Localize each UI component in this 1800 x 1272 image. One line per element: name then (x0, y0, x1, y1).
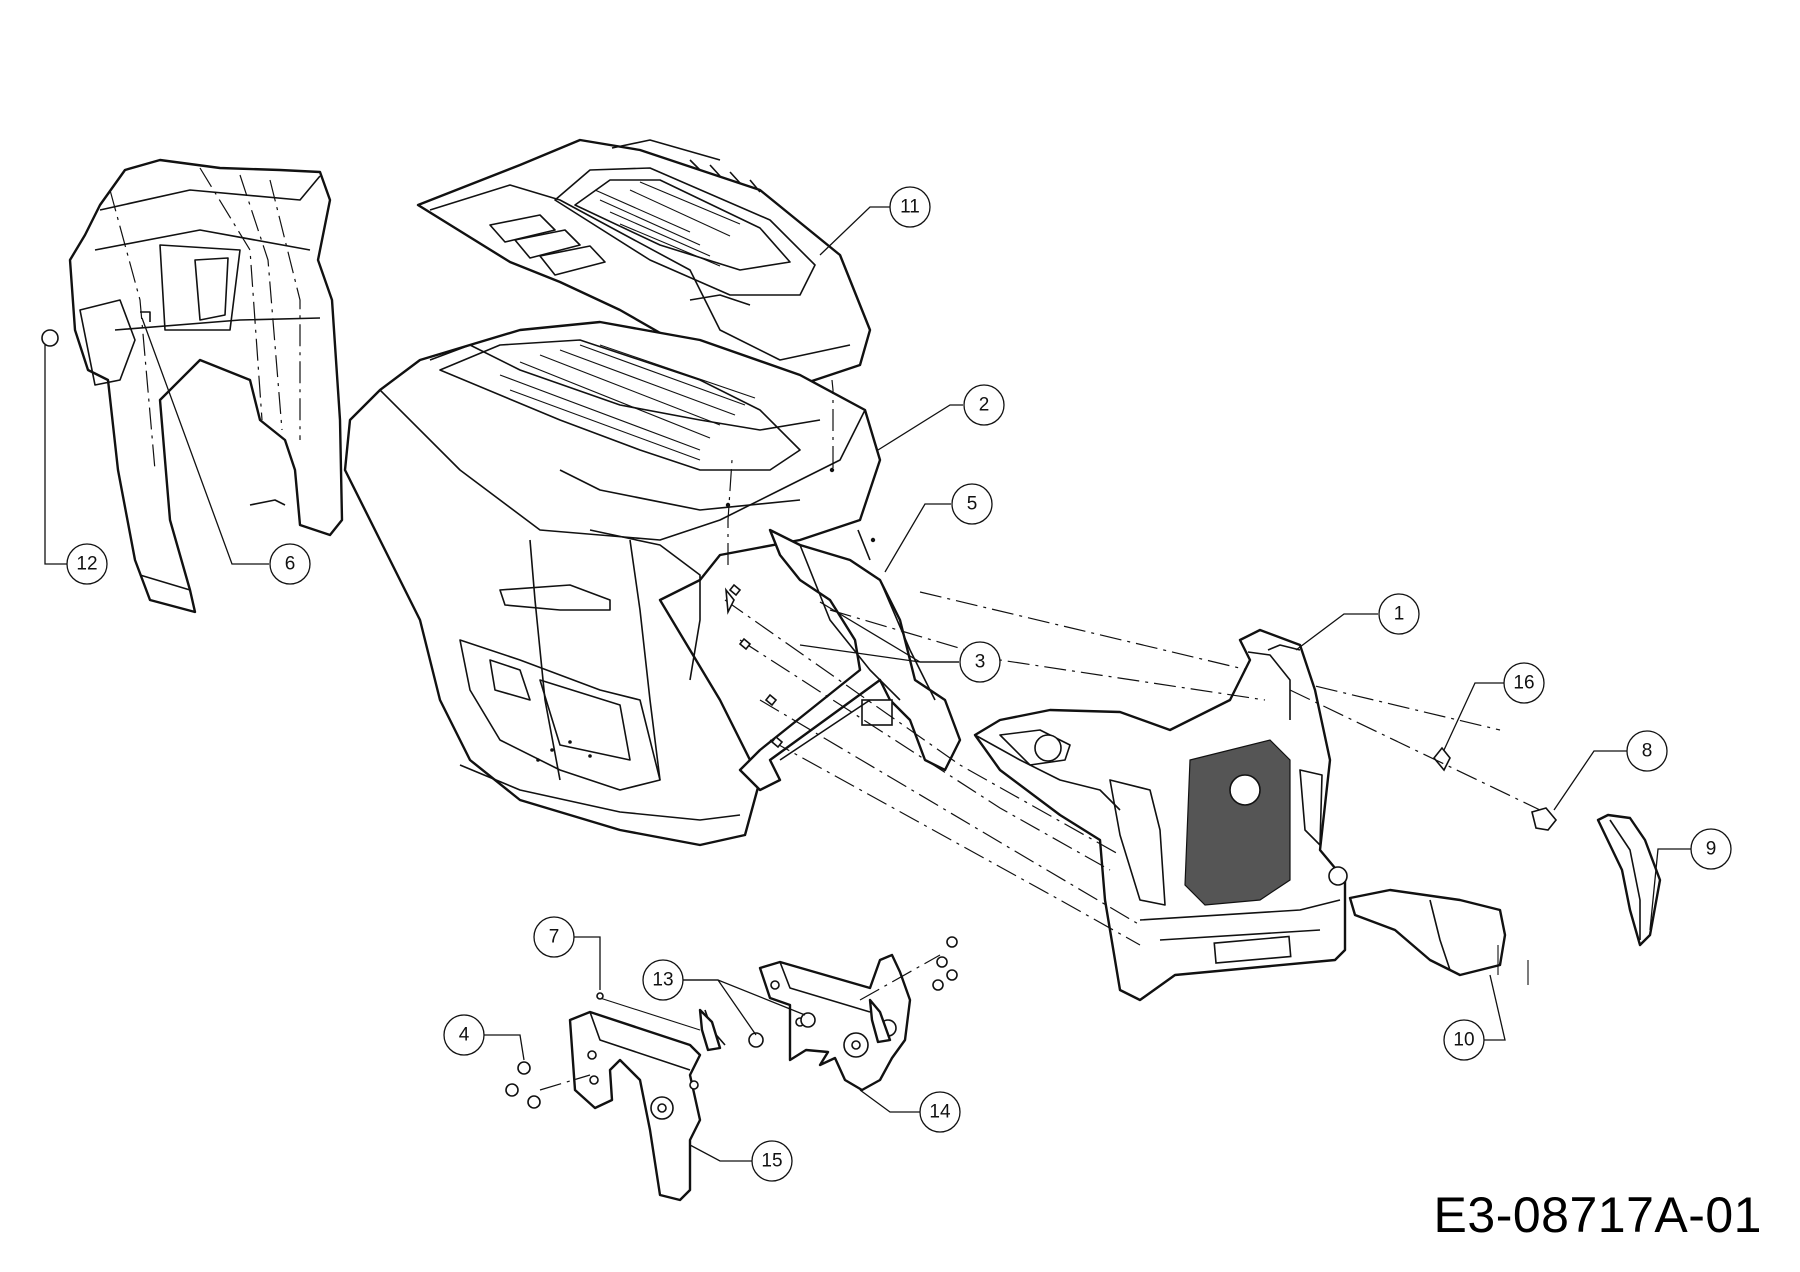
callout-9: 9 (1690, 828, 1732, 870)
svg-text:3: 3 (975, 652, 986, 673)
bracket-right-part-14 (758, 953, 912, 1092)
svg-text:14: 14 (929, 1102, 951, 1123)
bolt-14c (946, 969, 958, 981)
callout-16: 16 (1503, 662, 1545, 704)
svg-text:12: 12 (76, 554, 97, 575)
grille-knob (1328, 866, 1348, 886)
svg-text:10: 10 (1453, 1030, 1474, 1051)
troy-bilt-badge (1213, 935, 1292, 964)
grille-mesh (1184, 739, 1291, 906)
svg-text:11: 11 (900, 197, 920, 218)
bolt-14a (946, 936, 958, 948)
nut-13a (748, 1032, 764, 1048)
svg-text:15: 15 (761, 1151, 782, 1172)
bolt-14d (932, 979, 944, 991)
leader-lines (44, 206, 1691, 1162)
plug-8 (1531, 807, 1558, 831)
callout-1: 1 (1378, 593, 1420, 635)
svg-text:4: 4 (459, 1025, 470, 1046)
svg-text:2: 2 (979, 395, 990, 416)
frame-bracket (861, 699, 893, 726)
bumper-grommet (41, 329, 59, 347)
svg-text:5: 5 (967, 494, 978, 515)
bolt-4a (517, 1061, 531, 1075)
callout-13: 13 (642, 959, 684, 1001)
svg-text:8: 8 (1642, 741, 1653, 762)
callout-14: 14 (919, 1091, 961, 1133)
clip-16 (1432, 746, 1451, 772)
bracket-hardware (505, 936, 958, 1109)
bracket-left-part-15 (568, 1008, 726, 1202)
callout-8: 8 (1626, 730, 1668, 772)
bolt-4c (527, 1095, 541, 1109)
svg-text:16: 16 (1513, 673, 1534, 694)
headlight-socket (1034, 734, 1062, 762)
bolt-14b (936, 956, 948, 968)
hood-part (343, 320, 882, 847)
lens-9 (1596, 813, 1662, 947)
callout-2: 2 (963, 384, 1005, 426)
svg-text:13: 13 (652, 970, 673, 991)
pin-7 (596, 992, 604, 1000)
callout-3: 3 (959, 641, 1001, 683)
callout-15: 15 (751, 1140, 793, 1182)
svg-text:6: 6 (285, 554, 296, 575)
hood-frame-part (738, 528, 1501, 792)
callout-6: 6 (269, 543, 311, 585)
nut-13b (800, 1012, 816, 1028)
grille-emblem (1229, 774, 1261, 806)
svg-text:1: 1 (1394, 604, 1405, 625)
drawing-number: E3-08717A-01 (1433, 1187, 1762, 1243)
bolt-4b (505, 1083, 519, 1097)
dash-panel-part (41, 158, 344, 614)
callout-10: 10 (1443, 1019, 1485, 1061)
callout-11: 11 (889, 186, 931, 228)
svg-text:7: 7 (549, 927, 560, 948)
callout-4: 4 (443, 1014, 485, 1056)
callout-5: 5 (951, 483, 993, 525)
hood-top-cover-part (416, 138, 872, 390)
svg-text:9: 9 (1706, 839, 1717, 860)
right-hardware-group (1348, 746, 1662, 985)
callout-12: 12 (66, 543, 108, 585)
callout-7: 7 (533, 916, 575, 958)
front-grille-part (973, 628, 1348, 1002)
side-panel-10 (1348, 888, 1507, 977)
